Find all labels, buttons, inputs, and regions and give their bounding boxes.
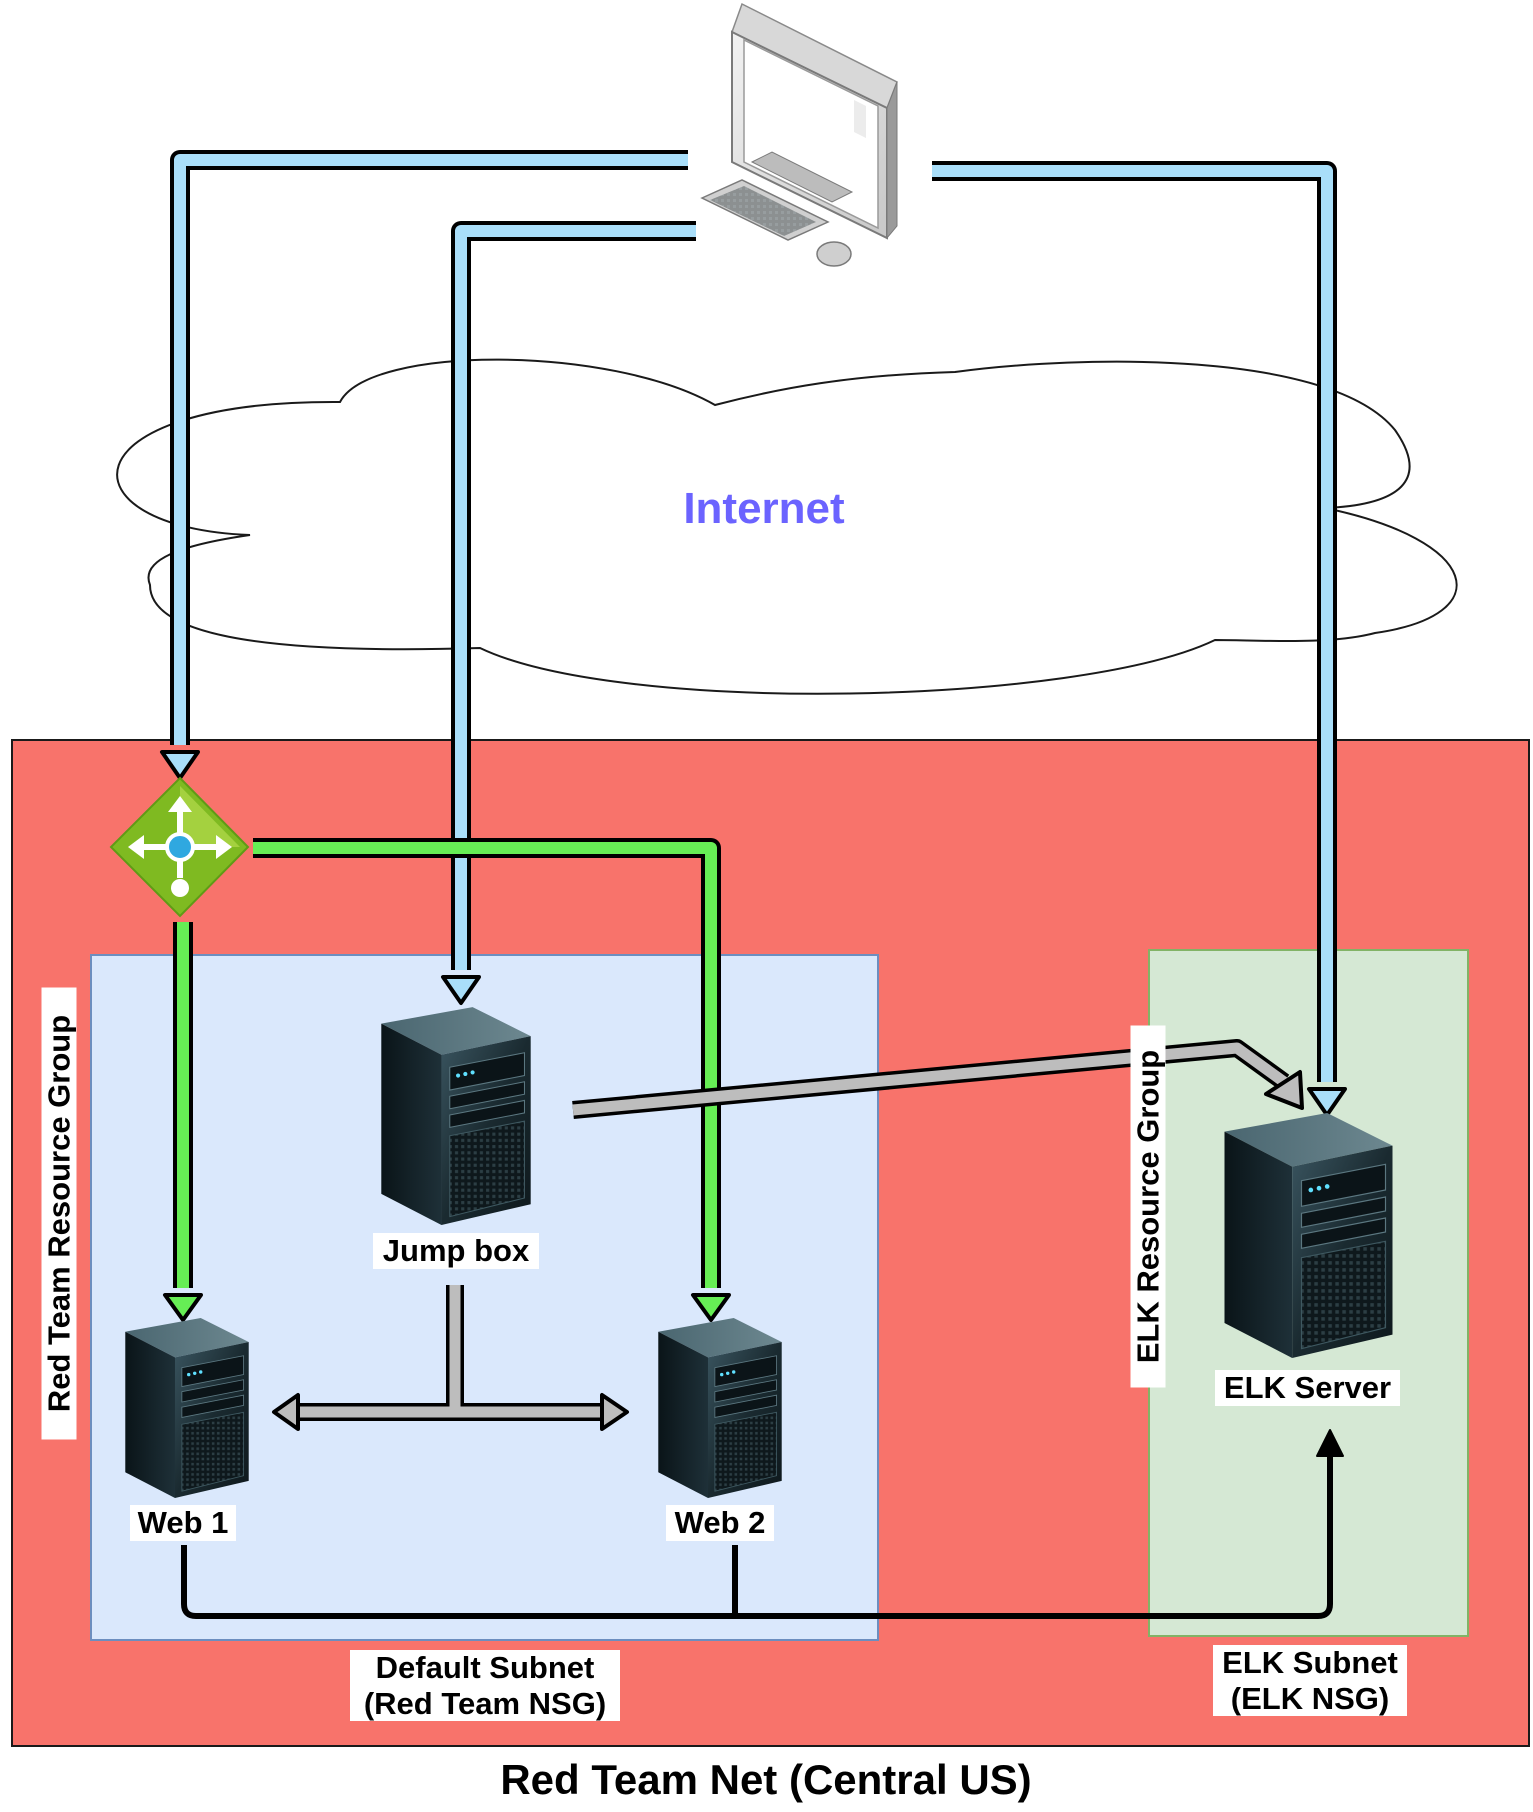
connector-load-balancer-to-web2	[253, 838, 731, 1322]
connector-web1-to-elk-server	[181, 1450, 1333, 1619]
default-subnet-label-line2: (Red Team NSG)	[363, 1685, 607, 1721]
load-balancer-connectors	[163, 838, 731, 1322]
connector-workstation-to-jump-box	[441, 221, 696, 1005]
elk-server-icon	[1223, 1113, 1394, 1358]
elk-subnet-label-line2: (ELK NSG)	[1230, 1680, 1390, 1716]
connector-load-balancer-to-web1	[163, 922, 203, 1322]
web1-label: Web 1	[130, 1505, 236, 1541]
internet-connectors	[160, 150, 1347, 1117]
elk-subnet-label-line1: ELK Subnet	[1222, 1645, 1398, 1680]
web1-server-icon	[124, 1318, 250, 1498]
connector-jump-box-to-web-servers	[272, 1285, 629, 1431]
desktop-computer-icon	[700, 2, 898, 267]
jump-box-label: Jump box	[373, 1233, 539, 1269]
log-shipping-connectors	[181, 1429, 1344, 1619]
red-team-net-title: Red Team Net (Central US)	[500, 1756, 1032, 1803]
web2-label: Web 2	[666, 1505, 774, 1541]
connector-workstation-to-elk-server	[932, 161, 1347, 1117]
red-team-resource-group-label: Red Team Resource Group	[41, 987, 77, 1440]
default-subnet-label: Default Subnet (Red Team NSG)	[350, 1650, 620, 1722]
elk-subnet-label: ELK Subnet (ELK NSG)	[1213, 1645, 1407, 1717]
elk-resource-group-label: ELK Resource Group	[1130, 1025, 1166, 1388]
jump-box-server-icon	[380, 1007, 532, 1225]
internet-label: Internet	[683, 484, 845, 533]
default-subnet-label-line1: Default Subnet	[375, 1650, 595, 1685]
connector-workstation-to-load-balancer	[160, 150, 688, 780]
load-balancer-icon	[109, 776, 250, 918]
web2-server-icon	[657, 1318, 783, 1498]
connector-jump-box-to-elk-server	[572, 1039, 1304, 1119]
internal-connectors	[272, 1039, 1304, 1431]
elk-server-label: ELK Server	[1215, 1370, 1400, 1406]
